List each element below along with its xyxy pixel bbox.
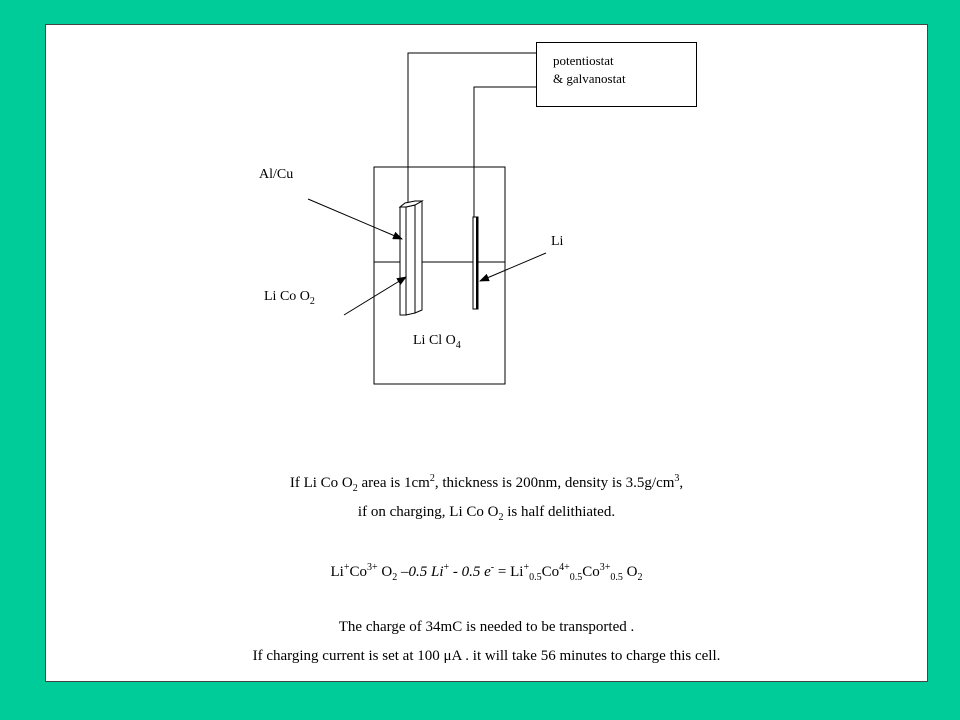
problem-statement-line1: If Li Co O2 area is 1cm2, thickness is 2… [289, 473, 684, 494]
arrow-al-cu [307, 198, 403, 240]
reaction-equation: Li+Co3+ O2 –0.5 Li+ - 0.5 e- = Li+0.5Co4… [330, 562, 643, 583]
slide: potentiostat & galvanostat Al/Cu Li Li C… [45, 24, 928, 682]
licoo2-electrode [398, 200, 424, 316]
problem-statement-line2: if on charging, Li Co O2 is half delithi… [357, 504, 616, 523]
charging-time-statement: If charging current is set at 100 μA . i… [252, 648, 721, 664]
instrument-label-line2: & galvanostat [553, 71, 626, 86]
arrow-licoo2 [343, 276, 407, 316]
arrow-li [479, 252, 547, 282]
electrochemical-cell-diagram [307, 52, 547, 385]
wire-counter-electrode [473, 86, 536, 217]
label-electrolyte-liclo4: Li Cl O4 [413, 333, 461, 351]
label-al-cu: Al/Cu [259, 167, 294, 182]
potentiostat-galvanostat-box: potentiostat & galvanostat [536, 42, 697, 107]
label-licoo2: Li Co O2 [264, 289, 315, 307]
instrument-label-line1: potentiostat [553, 53, 614, 68]
label-li: Li [551, 234, 564, 249]
beaker [373, 166, 506, 385]
charge-statement: The charge of 34mC is needed to be trans… [338, 619, 635, 635]
li-electrode [472, 216, 479, 310]
wire-working-electrode [407, 52, 536, 207]
